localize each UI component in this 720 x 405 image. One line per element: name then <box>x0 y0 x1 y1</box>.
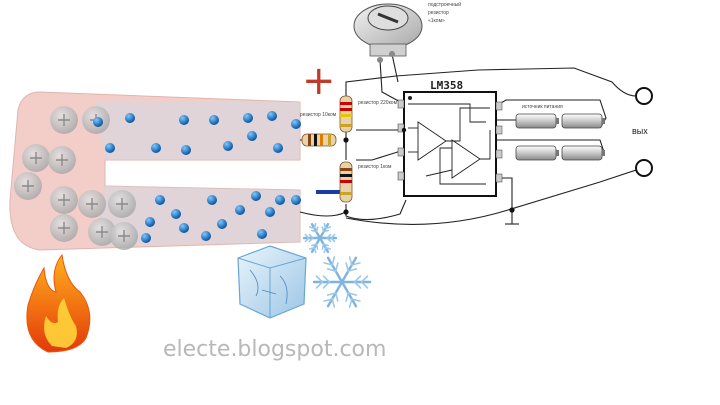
electron-icon <box>151 143 161 153</box>
ion-plus-icon <box>50 186 78 214</box>
resistor-220k-label: резистор 220ком <box>358 100 398 106</box>
junction-dots <box>343 127 515 215</box>
electron-icon <box>235 205 245 215</box>
electron-icon <box>207 195 217 205</box>
electron-icon <box>265 207 275 217</box>
electron-icon <box>291 195 301 205</box>
plus-sign: + <box>302 58 336 104</box>
ion-plus-icon <box>22 144 50 172</box>
electron-icon <box>243 113 253 123</box>
electron-icon <box>257 229 267 239</box>
potentiometer <box>353 3 423 63</box>
watermark: electe.blogspot.com <box>163 337 386 362</box>
electron-icon <box>273 143 283 153</box>
snowflake-icon <box>302 222 338 254</box>
electron-icon <box>247 131 257 141</box>
ice-cube-icon <box>237 245 307 319</box>
ion-plus-icon <box>14 172 42 200</box>
resistor-220k <box>339 95 353 133</box>
potentiometer-label: подстроечный резистор «1ком» <box>428 1 462 24</box>
ion-plus-icon <box>108 190 136 218</box>
resistor-10k <box>301 133 337 147</box>
chip-label: LM358 <box>430 79 463 92</box>
ion-plus-icon <box>50 106 78 134</box>
electron-icon <box>141 233 151 243</box>
electron-icon <box>251 191 261 201</box>
electron-icon <box>217 219 227 229</box>
electron-icon <box>267 111 277 121</box>
flame-icon <box>26 253 91 353</box>
resistor-10k-label: резистор 10ком <box>300 112 337 118</box>
electron-icon <box>291 119 301 129</box>
ion-plus-icon <box>48 146 76 174</box>
battery-pack <box>515 113 605 161</box>
electron-icon <box>145 217 155 227</box>
electron-icon <box>171 209 181 219</box>
ion-plus-icon <box>88 218 116 246</box>
electron-icon <box>275 195 285 205</box>
output-terminal-bottom <box>635 159 653 177</box>
electron-icon <box>155 195 165 205</box>
resistor-1k-label: резистор 1ком <box>358 164 392 170</box>
electrons <box>93 111 301 243</box>
electron-icon <box>93 117 103 127</box>
lm358-chip <box>397 91 503 197</box>
electron-icon <box>181 145 191 155</box>
output-label: вых <box>632 126 648 136</box>
electron-icon <box>223 141 233 151</box>
ion-plus-icon <box>78 190 106 218</box>
electron-icon <box>105 143 115 153</box>
snowflake-icon <box>312 256 372 308</box>
electron-icon <box>201 231 211 241</box>
battery-label: источник питания <box>522 104 563 110</box>
electron-icon <box>209 115 219 125</box>
thermocouple <box>9 91 301 251</box>
electron-icon <box>125 113 135 123</box>
ion-plus-icon <box>50 214 78 242</box>
electron-icon <box>179 115 189 125</box>
output-terminal-top <box>635 87 653 105</box>
positive-ions <box>14 106 138 250</box>
ion-plus-icon <box>110 222 138 250</box>
electron-icon <box>179 223 189 233</box>
resistor-1k <box>339 161 353 203</box>
minus-sign <box>316 190 340 194</box>
